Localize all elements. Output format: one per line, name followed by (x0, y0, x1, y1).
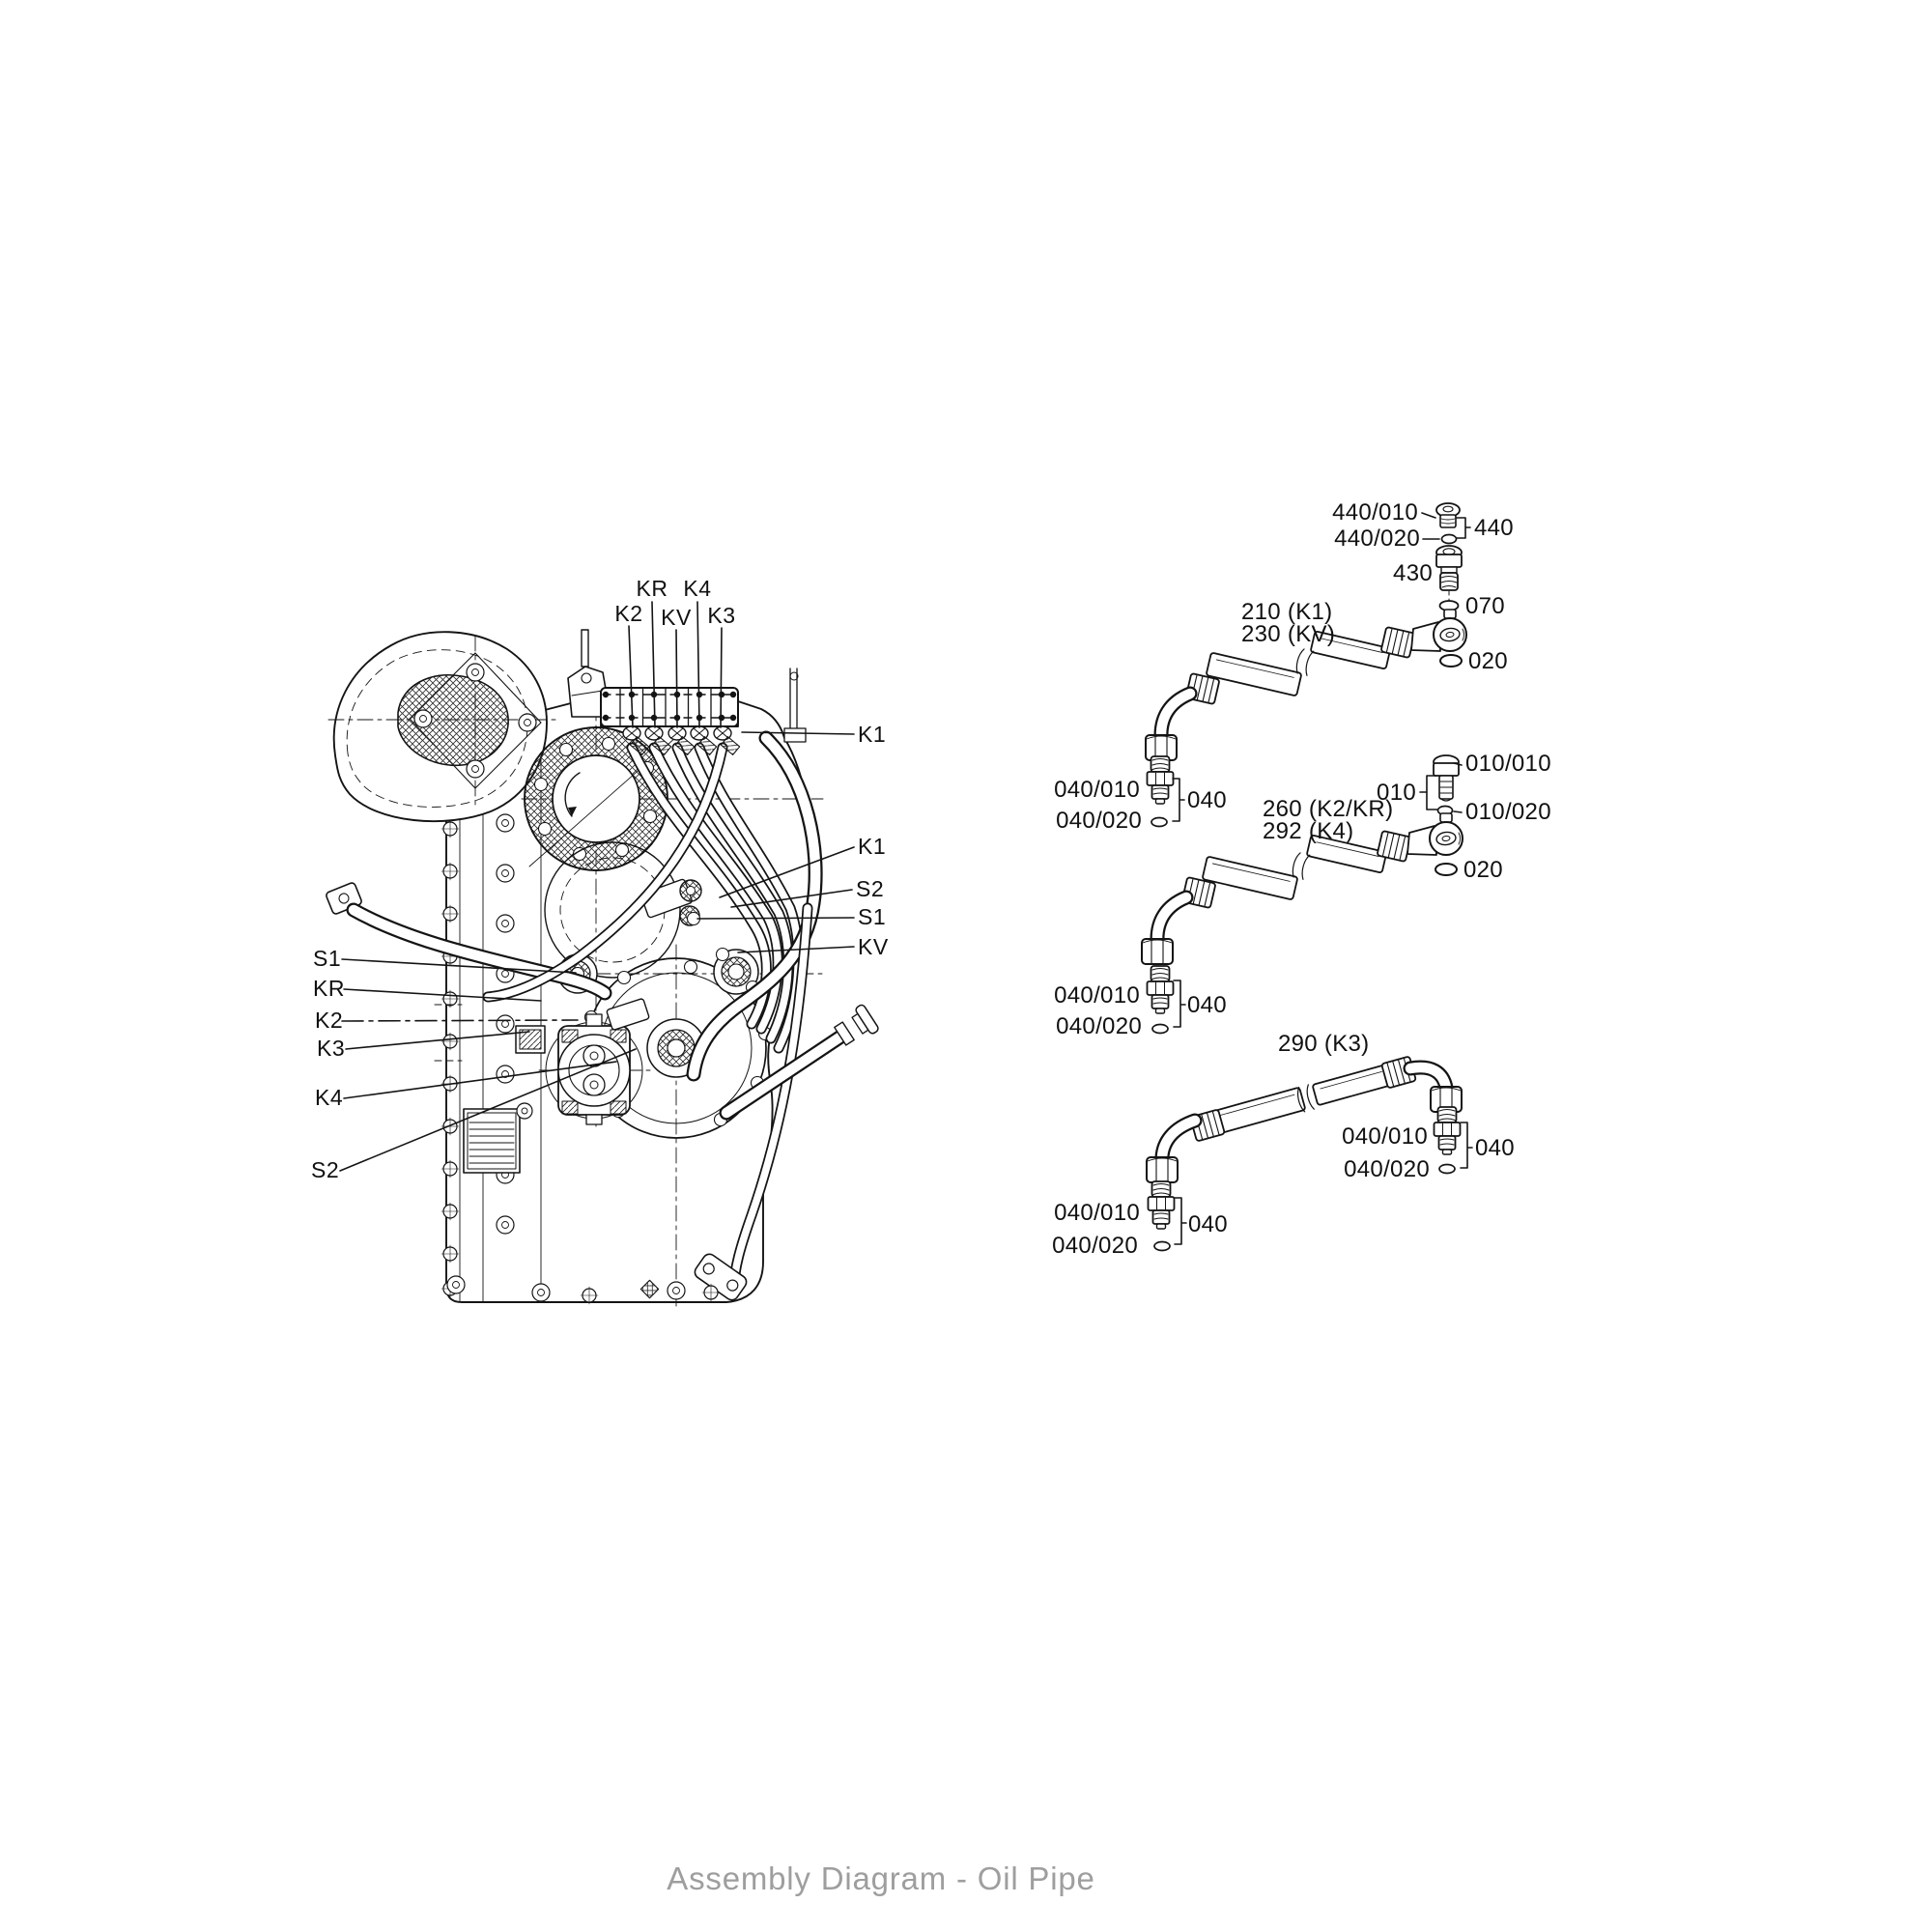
callout-440-010: 440/010 (1332, 499, 1418, 526)
callout-040-010-c-right: 040/010 (1342, 1123, 1428, 1150)
port-label-k2-left: K2 (315, 1008, 343, 1033)
port-connector-block (600, 687, 741, 755)
hatched-bore (397, 674, 509, 767)
callout-260-k2-kr: 260 (K2/KR) (1263, 796, 1393, 822)
cooler-grille (463, 1102, 533, 1174)
callout-210-k1: 210 (K1) (1241, 599, 1332, 625)
port-label-s1-right: S1 (858, 904, 886, 929)
hollow-screw-010-010 (1433, 754, 1460, 802)
port-label-k2-top: K2 (614, 601, 642, 626)
port-label-k1-right-2: K1 (858, 834, 886, 859)
callout-440: 440 (1474, 515, 1514, 541)
callout-230-kv: 230 (KV) (1241, 621, 1335, 647)
callout-292-k4: 292 (K4) (1263, 818, 1353, 844)
callout-040-a: 040 (1187, 787, 1227, 813)
callout-040-c-right: 040 (1475, 1135, 1515, 1161)
left-label-leaders (339, 958, 637, 1172)
wing-flange (327, 631, 559, 823)
callout-440-020: 440/020 (1334, 526, 1420, 552)
callout-040-b: 040 (1187, 992, 1227, 1018)
callout-040-c-left: 040 (1188, 1211, 1228, 1237)
breather-pipe (719, 1004, 879, 1121)
gearbox-front-view: KR K4 K2 KV K3 K1 K1 S2 S1 KV S1 KR K2 K… (311, 576, 889, 1307)
clutch-circle (544, 841, 681, 979)
port-label-k3-top: K3 (707, 603, 735, 628)
hose-nut-290-left (1146, 1156, 1179, 1183)
seal-ring-020-a (1439, 654, 1463, 668)
callout-070: 070 (1465, 593, 1505, 619)
ports-row (622, 725, 741, 755)
callout-010-020: 010/020 (1465, 799, 1551, 825)
port-label-k4-top: K4 (683, 576, 711, 601)
port-label-s2-left: S2 (311, 1157, 339, 1182)
port-label-k3-left: K3 (317, 1036, 345, 1061)
page-caption: Assembly Diagram - Oil Pipe (667, 1861, 1094, 1896)
callout-010: 010 (1377, 780, 1416, 806)
oil-pump (545, 1013, 643, 1125)
callout-290-k3: 290 (K3) (1278, 1031, 1369, 1057)
fitting-040-c-right (1433, 1106, 1462, 1155)
port-label-kr-top: KR (637, 576, 668, 601)
port-label-s1-left: S1 (313, 946, 341, 971)
top-right-bracket (783, 668, 807, 743)
fitting-040-b (1146, 965, 1175, 1014)
seal-ring-040-020-a (1151, 816, 1168, 828)
callout-020-a: 020 (1468, 648, 1508, 674)
top-label-leaders (628, 601, 723, 728)
screw-plug-440-010 (1435, 502, 1461, 528)
callout-040-010-c-left: 040/010 (1054, 1200, 1140, 1226)
hose-assembly-290: 290 (K3) 040/010 040/020 040 040/010 040… (1052, 1031, 1515, 1259)
callout-040-020-c-left: 040/020 (1052, 1233, 1138, 1259)
port-label-s2-right: S2 (856, 876, 884, 901)
fitting-040-a (1146, 755, 1175, 805)
seal-ring-020-b (1435, 863, 1458, 876)
fitting-430 (1435, 545, 1463, 591)
fitting-040-c-left (1147, 1180, 1176, 1230)
right-label-leaders (696, 731, 855, 953)
seal-ring-440-020 (1440, 533, 1458, 545)
hose-assembly-210-230: 210 (K1) 230 (KV) 440/010 440/020 440 43… (1054, 499, 1514, 834)
callout-040-010-b: 040/010 (1054, 982, 1140, 1009)
hose-assembly-260-292: 260 (K2/KR) 292 (K4) 010/010 010 010/020… (1054, 751, 1551, 1039)
left-feed-pipe (326, 882, 612, 1001)
callout-020-b: 020 (1463, 857, 1503, 883)
seal-ring-040-020-c-right (1438, 1163, 1456, 1175)
port-label-kv-right: KV (858, 934, 889, 959)
port-label-k4-left: K4 (315, 1085, 343, 1110)
port-label-kr-left: KR (313, 976, 345, 1001)
callout-040-010-a: 040/010 (1054, 777, 1140, 803)
callout-040-020-b: 040/020 (1056, 1013, 1142, 1039)
seal-ring-040-020-c-left (1153, 1240, 1171, 1252)
callout-430: 430 (1393, 560, 1433, 586)
callout-040-020-a: 040/020 (1056, 808, 1142, 834)
seal-ring-040-020-b (1151, 1023, 1169, 1035)
port-label-kv-top: KV (661, 605, 692, 630)
callout-040-020-c-right: 040/020 (1344, 1156, 1430, 1182)
callout-010-010: 010/010 (1465, 751, 1551, 777)
port-label-k1-right-1: K1 (858, 722, 886, 747)
bottom-bolt-row (446, 1275, 721, 1305)
